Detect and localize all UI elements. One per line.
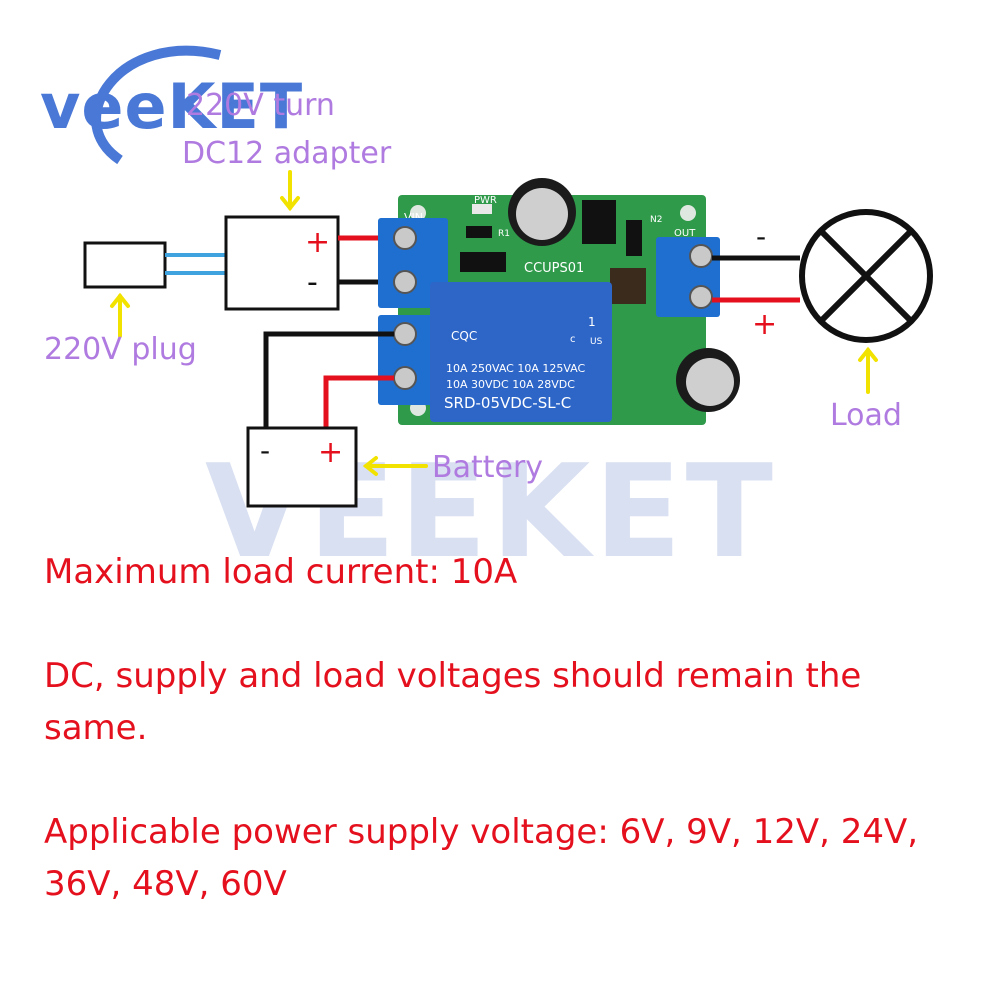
load-label: Load: [830, 398, 902, 433]
lamp-cross: [818, 228, 914, 324]
battery-plus: +: [318, 435, 343, 470]
adapter-plus: +: [305, 225, 330, 260]
board-name: CCUPS01: [524, 261, 584, 276]
diode: [460, 252, 506, 272]
r1-label: R1: [498, 229, 510, 239]
wiring-diagram: + - PWR VIN OUT R1 N2 CCUPS01: [83, 45, 933, 508]
arrow-battery: [362, 456, 428, 476]
logo-swoosh: [91, 45, 222, 165]
arrow-plug: [110, 292, 130, 338]
out-label: OUT: [674, 228, 696, 239]
transistor: [626, 220, 642, 256]
spec-max-current: Maximum load current: 10A: [44, 552, 518, 592]
relay-ul-us: US: [590, 337, 603, 347]
mount-hole: [680, 205, 696, 221]
wire-battery-minus: [263, 331, 394, 430]
adapter-box: [224, 215, 340, 311]
terminal-screw: [689, 285, 713, 309]
wire-battery-plus: [323, 375, 394, 430]
pwr-led: [472, 204, 492, 214]
relay: [430, 282, 612, 422]
adapter-minus: -: [307, 265, 318, 300]
spec-voltage-note: DC, supply and load voltages should rema…: [44, 656, 862, 748]
load-minus: -: [756, 220, 766, 253]
relay-cqc: CQC: [451, 329, 477, 343]
plug-body: [83, 241, 167, 289]
arrow-adapter: [280, 170, 300, 212]
n2-label: N2: [650, 215, 662, 225]
arrow-load: [858, 346, 878, 394]
capacitor-top-cap: [516, 188, 568, 240]
brand-logo: veeKET: [40, 70, 304, 143]
terminal-screw: [393, 322, 417, 346]
battery-box: [246, 426, 358, 508]
terminal-screw: [393, 366, 417, 390]
terminal-screw: [393, 270, 417, 294]
plug-label: 220V plug: [44, 332, 197, 367]
relay-ul-number: 1: [588, 315, 596, 329]
adapter-label-line2: DC12 adapter: [182, 136, 392, 171]
terminal-screw: [393, 226, 417, 250]
capacitor-bottom-cap: [686, 358, 734, 406]
battery-minus: -: [260, 434, 270, 467]
adapter-label-line1: 220V turn: [186, 88, 335, 123]
mount-hole: [410, 205, 426, 221]
ic-chip: [582, 200, 616, 244]
battery-label: Battery: [432, 450, 544, 485]
smd-resistor: [466, 226, 492, 238]
relay-model: SRD-05VDC-SL-C: [444, 394, 571, 412]
relay-ul-c: c: [570, 334, 576, 345]
relay-rating-1: 10A 250VAC 10A 125VAC: [446, 362, 586, 375]
relay-rating-2: 10A 30VDC 10A 28VDC: [446, 378, 575, 391]
spec-supply-voltages: Applicable power supply voltage: 6V, 9V,…: [44, 812, 919, 904]
terminal-screw: [689, 244, 713, 268]
inductor: [610, 268, 646, 304]
pwr-label: PWR: [474, 195, 497, 206]
load-plus: +: [752, 307, 777, 342]
